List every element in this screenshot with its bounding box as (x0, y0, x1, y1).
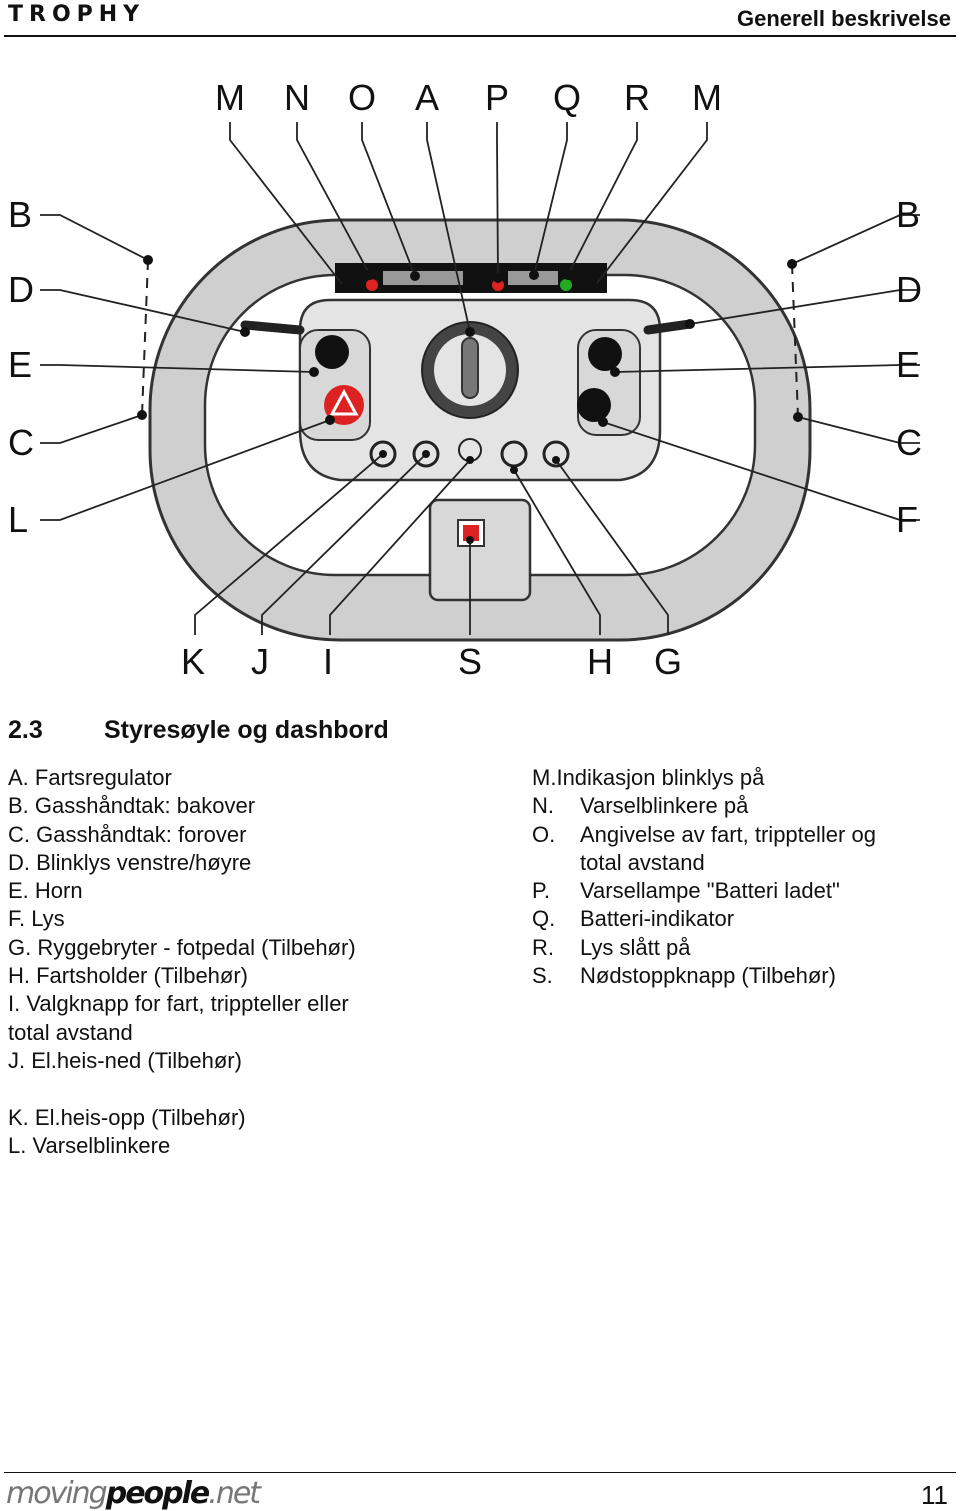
label-top-m2: M (692, 77, 722, 118)
list-item: A. Fartsregulator (8, 765, 172, 790)
footer-rule (4, 1472, 956, 1473)
label-right-e: E (896, 344, 920, 385)
section-title: Generell beskrivelse (736, 6, 951, 31)
list-item: L. Varselblinkere (8, 1133, 171, 1159)
item-key: P. (532, 878, 550, 904)
label-top-o: O (348, 77, 376, 118)
label-bottom-g: G (654, 641, 682, 682)
label-right-f: F (896, 499, 918, 540)
label-bottom-h: H (587, 641, 613, 682)
label-bottom-k: K (181, 641, 205, 682)
logo-part-net: .net (208, 1476, 261, 1511)
label-top-m1: M (215, 77, 245, 118)
logo-part-moving: moving (6, 1476, 108, 1511)
item-text: Varselblinkere på (580, 793, 749, 819)
header-rule (4, 35, 956, 37)
label-left-c: C (8, 422, 34, 463)
list-item: G. Ryggebryter - fotpedal (Tilbehør) (8, 934, 356, 960)
label-left-d: D (8, 269, 34, 310)
item-text: Angivelse av fart, trippteller og total … (580, 821, 876, 875)
item-text: Varsellampe "Batteri ladet" (580, 878, 840, 904)
legend-list-left: A. Fartsregulator B. Gasshåndtak: bakove… (8, 764, 356, 1075)
list-item: total avstand (8, 1019, 133, 1045)
footer-logo: movingpeople.net (6, 1476, 261, 1511)
list-item: D. Blinklys venstre/høyre (8, 849, 252, 875)
list-item: O. Angivelse av fart, trippteller og tota… (532, 821, 910, 878)
list-item: R. Lys slått på (532, 934, 910, 962)
brand-logo: TROPHY (8, 2, 146, 27)
item-key: S. (532, 963, 553, 989)
list-item: J. El.heis-ned (Tilbehør) (8, 1047, 242, 1073)
section-heading-title: Styresøyle og dashbord (104, 716, 389, 744)
item-key: M. (532, 765, 557, 790)
list-item: K. El.heis-opp (Tilbehør) (8, 1105, 246, 1130)
label-bottom-j: J (251, 641, 269, 682)
list-item: B. Gasshåndtak: bakover (8, 793, 256, 819)
label-top-n: N (284, 77, 310, 118)
label-top-r: R (624, 77, 650, 118)
label-left-b: B (8, 194, 32, 235)
label-right-c: C (896, 422, 922, 463)
item-key: R. (532, 934, 554, 960)
label-top-p: P (485, 77, 509, 118)
item-key: O. (532, 821, 556, 847)
section-number: 2.3 (8, 716, 43, 744)
item-text: Nødstoppknapp (Tilbehør) (580, 963, 836, 989)
item-key: N. (532, 793, 554, 819)
list-item: M.Indikasjon blinklys på (532, 764, 910, 792)
label-bottom-i: I (323, 641, 333, 682)
page-header: TROPHY Generell beskrivelse (0, 0, 960, 38)
item-text: Indikasjon blinklys på (556, 765, 765, 790)
list-item: H. Fartsholder (Tilbehør) (8, 963, 249, 989)
label-bottom-s: S (458, 641, 482, 682)
label-left-e: E (8, 344, 32, 385)
legend-list-right: M.Indikasjon blinklys på N. Varselblinker… (532, 764, 910, 990)
list-item: N. Varselblinkere på (532, 792, 910, 820)
list-item: C. Gasshåndtak: forover (8, 821, 247, 847)
label-right-d: D (896, 269, 922, 310)
list-item: P. Varsellampe "Batteri ladet" (532, 877, 910, 905)
item-text: Batteri-indikator (580, 906, 735, 932)
page-number: 11 (921, 1480, 948, 1510)
list-item: I. Valgknapp for fart, trippteller eller (8, 991, 349, 1017)
item-key: Q. (532, 906, 556, 932)
list-item: F. Lys (8, 906, 65, 932)
list-item: S. Nødstoppknapp (Tilbehør) (532, 962, 910, 990)
label-right-b: B (896, 194, 920, 235)
legend-list-left-2: K. El.heis-opp (Tilbehør) L. Varselblink… (8, 1104, 246, 1161)
list-item: E. Horn (8, 878, 83, 904)
section-heading: 2.3 Styresøyle og dashbord (8, 716, 389, 745)
label-top-q: Q (553, 77, 581, 118)
steering-column-diagram: M N O A P Q R M B D E C L B D E C F K J … (8, 77, 922, 682)
list-item: Q. Batteri-indikator (532, 905, 910, 933)
label-left-l: L (8, 499, 28, 540)
item-text: Lys slått på (580, 934, 691, 960)
logo-part-people: people (105, 1476, 211, 1511)
label-top-a: A (415, 77, 439, 118)
